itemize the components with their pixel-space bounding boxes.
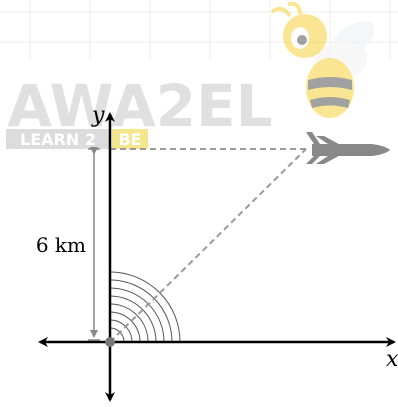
watermark-tagline: LEARN 2 BE [6, 129, 148, 149]
line-of-sight-dashed [109, 148, 307, 343]
x-axis-label: x [386, 347, 398, 372]
watermark-tagline-left: LEARN 2 [20, 130, 96, 149]
y-axis-label: y [91, 103, 105, 128]
watermark-tagline-right: BE [118, 130, 141, 149]
bee-mascot-icon [270, 1, 375, 118]
height-label: 6 km [36, 233, 86, 257]
airplane-icon [306, 132, 390, 164]
origin-point [105, 337, 115, 347]
